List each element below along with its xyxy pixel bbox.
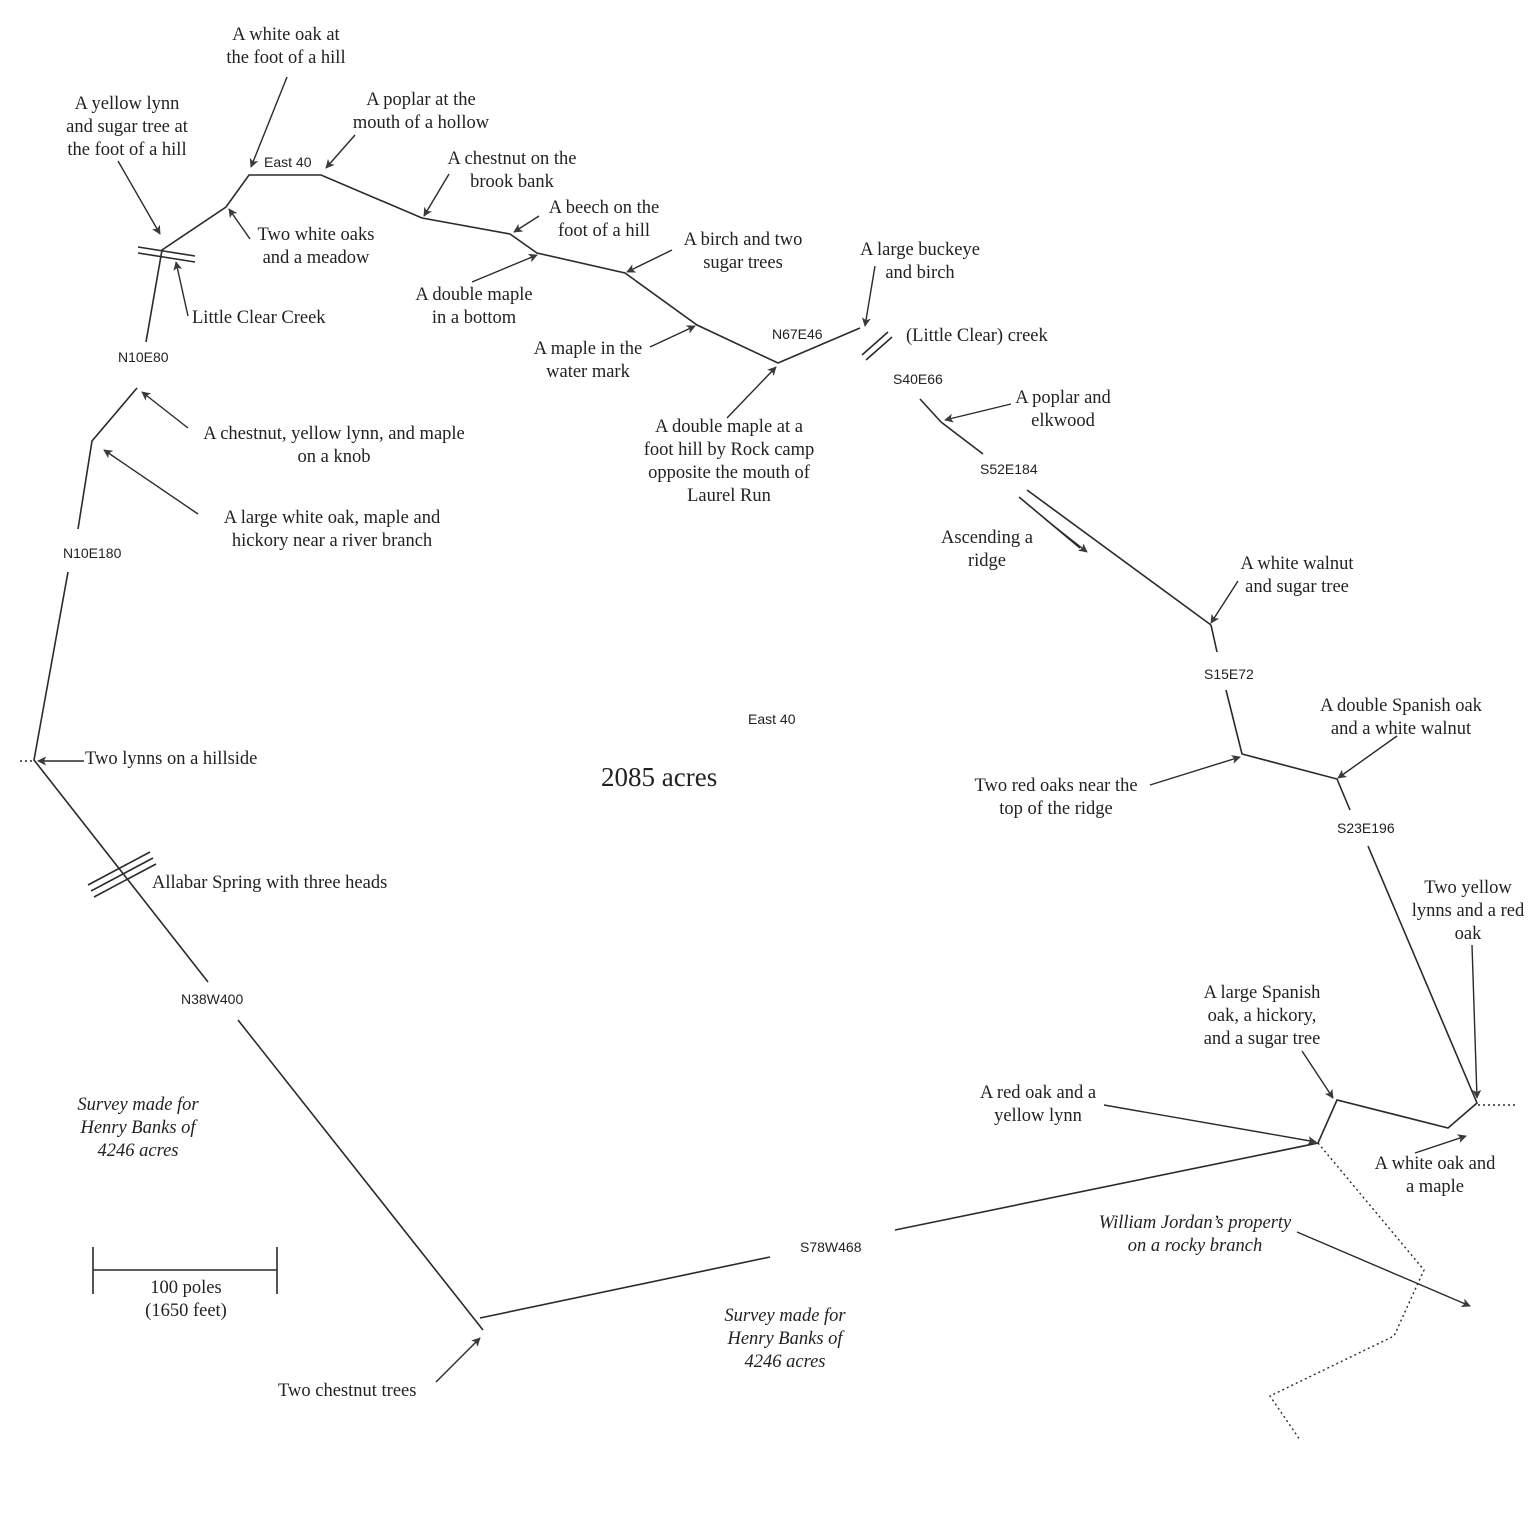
label-little-clear-creek: Little Clear Creek bbox=[192, 308, 326, 328]
boundary-s15e72-top bbox=[1210, 624, 1218, 653]
label-little-clear-creek-2: (Little Clear) creek bbox=[906, 326, 1048, 346]
scale-label: 100 poles(1650 feet) bbox=[145, 1278, 227, 1321]
call-n10e180: N10E180 bbox=[63, 545, 122, 561]
creek-crossings bbox=[87, 246, 893, 898]
call-east40-top: East 40 bbox=[264, 154, 312, 170]
acreage-label: 2085 acres bbox=[601, 762, 718, 792]
pointer-arrows bbox=[37, 76, 1482, 1383]
dotted-jordan-property bbox=[1268, 1142, 1425, 1441]
call-east40-mid: East 40 bbox=[748, 711, 796, 727]
call-n38w400: N38W400 bbox=[181, 991, 244, 1007]
label-two-lynns: Two lynns on a hillside bbox=[85, 749, 258, 769]
call-s23e196: S23E196 bbox=[1337, 820, 1395, 836]
call-n10e80: N10E80 bbox=[118, 349, 169, 365]
boundary-s23e196 bbox=[894, 845, 1478, 1231]
boundary-s78w468 bbox=[479, 1256, 771, 1319]
call-s40e66: S40E66 bbox=[893, 371, 943, 387]
call-s78w468: S78W468 bbox=[800, 1239, 862, 1255]
dotted-lines bbox=[20, 760, 1518, 1441]
boundary-s40e66 bbox=[919, 398, 942, 423]
boundary-s40e66-b bbox=[940, 421, 984, 455]
label-allabar-spring: Allabar Spring with three heads bbox=[152, 873, 388, 893]
boundary-n38w400 bbox=[237, 1019, 484, 1331]
boundary-lines bbox=[33, 174, 1478, 1331]
boundary-s15e72 bbox=[1225, 689, 1351, 811]
scale-bar bbox=[92, 1247, 278, 1294]
label-two-chestnuts: Two chestnut trees bbox=[278, 1381, 417, 1401]
call-n67e46: N67E46 bbox=[772, 326, 823, 342]
call-s52e184: S52E184 bbox=[980, 461, 1038, 477]
boundary-west-upper bbox=[77, 387, 138, 530]
boundary-north bbox=[145, 174, 861, 364]
boundary-s52e184 bbox=[1026, 489, 1212, 626]
boundary-west bbox=[33, 571, 209, 983]
call-s15e72: S15E72 bbox=[1204, 666, 1254, 682]
